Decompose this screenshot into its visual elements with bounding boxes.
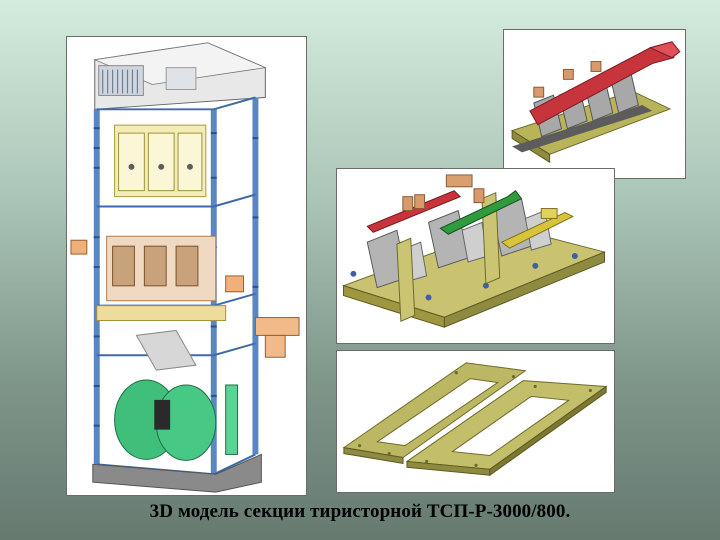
thyristor-cabinet-3d-model-icon bbox=[70, 42, 300, 493]
busbar-thyristor-block-3d-model-icon bbox=[504, 30, 685, 178]
busbar-image bbox=[503, 29, 686, 179]
three-phase-thyristor-assembly-3d-model-icon bbox=[337, 169, 614, 343]
cabinet-image bbox=[66, 36, 307, 496]
slide-caption: 3D модель секции тиристорной ТСП-Р-3000/… bbox=[149, 501, 571, 522]
assembly-image bbox=[336, 168, 615, 344]
insulating-base-plates-3d-model-icon bbox=[337, 351, 614, 492]
plates-image bbox=[336, 350, 615, 493]
